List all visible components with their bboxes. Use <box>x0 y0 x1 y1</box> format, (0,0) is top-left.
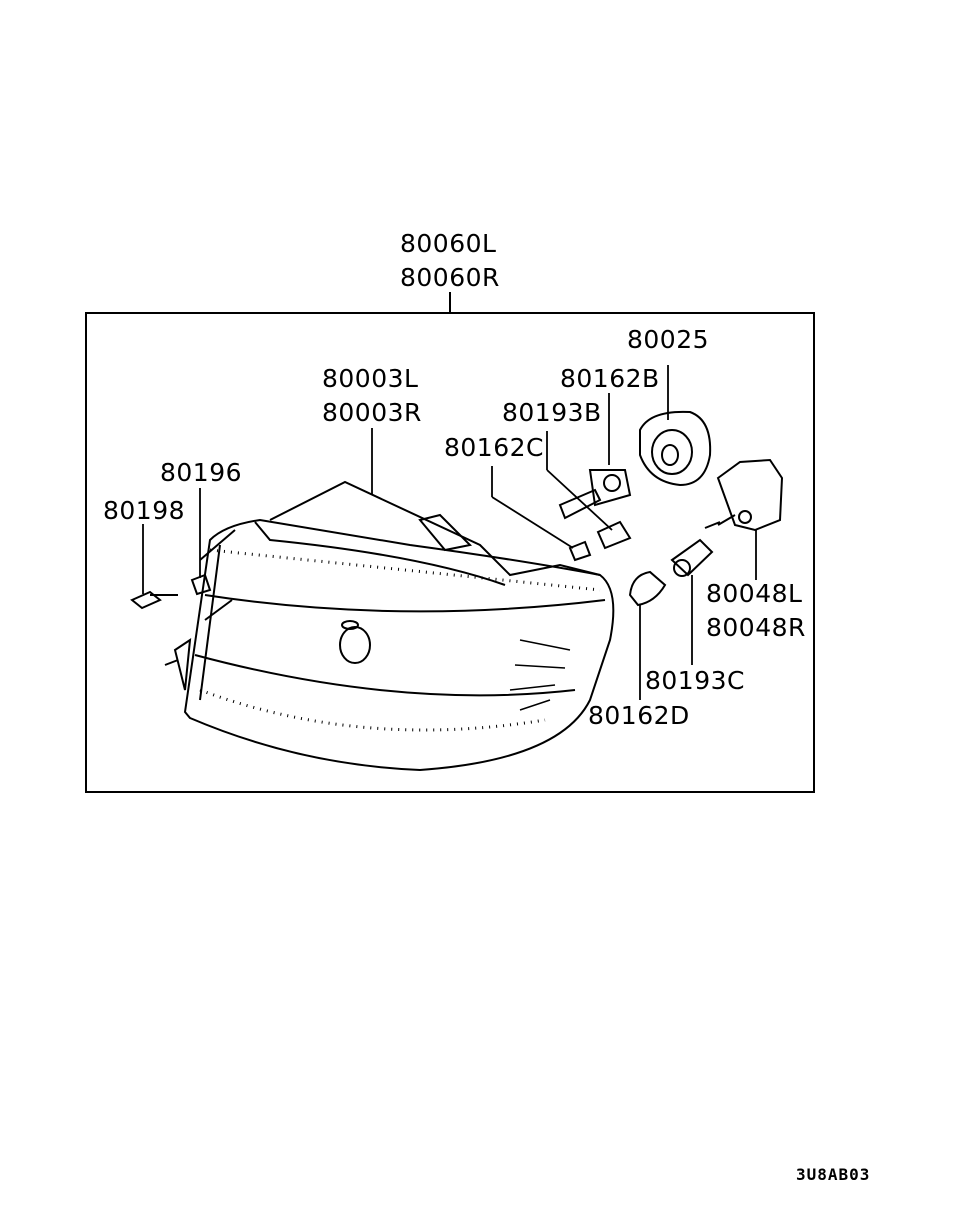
bulb-80193B <box>596 520 632 550</box>
label-80198: 80198 <box>103 496 186 525</box>
label-80060L: 80060L <box>400 229 497 258</box>
label-80025: 80025 <box>627 325 710 354</box>
label-80193C: 80193C <box>645 666 745 695</box>
screw-80198 <box>130 590 178 610</box>
label-80003L: 80003L <box>322 364 419 393</box>
leader-lines <box>142 365 757 700</box>
label-80060R: 80060R <box>400 263 500 292</box>
headlamp-housing <box>164 480 615 772</box>
label-80193B: 80193B <box>502 398 602 427</box>
label-80048L: 80048L <box>706 579 803 608</box>
socket-80025 <box>639 410 712 487</box>
cover-80048 <box>704 458 784 532</box>
clip-80196 <box>190 573 212 596</box>
label-80162C: 80162C <box>444 433 544 462</box>
bulb-80162B <box>558 469 632 520</box>
diagram-code: 3U8AB03 <box>796 1165 871 1184</box>
bulb-80162C <box>568 540 592 562</box>
label-80048R: 80048R <box>706 613 806 642</box>
label-80162B: 80162B <box>560 364 660 393</box>
label-80162D: 80162D <box>588 701 690 730</box>
bulb-80162D <box>628 570 667 607</box>
label-80196: 80196 <box>160 458 243 487</box>
label-80003R: 80003R <box>322 398 422 427</box>
bulb-80193C <box>670 538 714 577</box>
